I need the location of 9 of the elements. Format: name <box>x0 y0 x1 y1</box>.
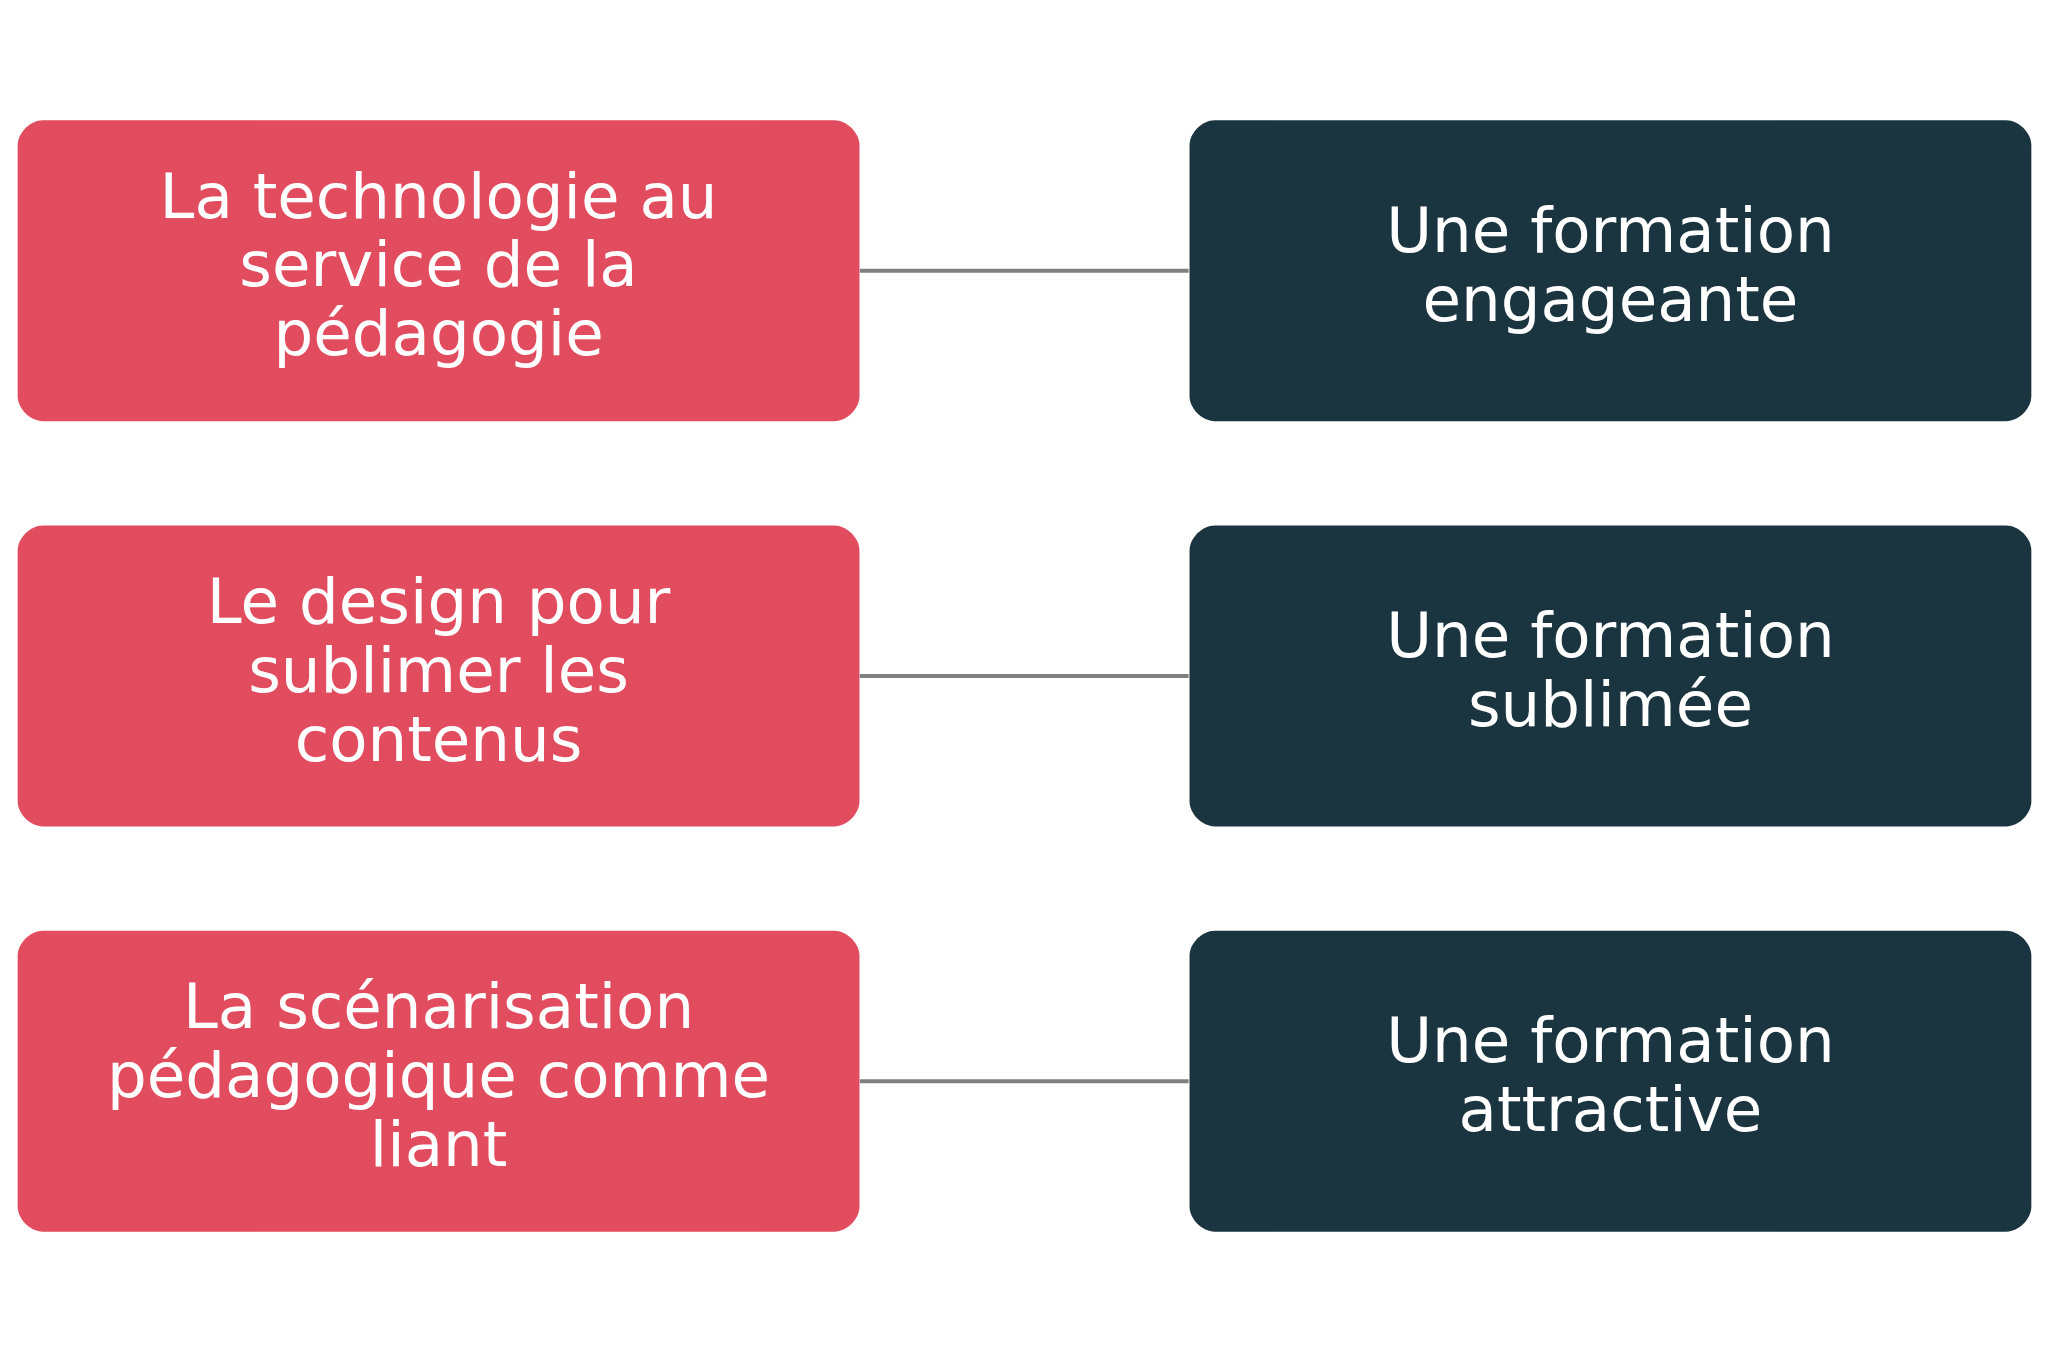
connector <box>859 673 1189 678</box>
node-box: La scénarisation pédagogique comme liant <box>17 930 859 1232</box>
node-box: Le design pour sublimer les contenus <box>17 525 859 826</box>
node-box: La technologie au service de la pédagogie <box>17 119 859 421</box>
connector <box>859 1078 1189 1083</box>
connector <box>859 268 1189 273</box>
node-box: Une formation engageante <box>1189 119 2031 421</box>
node-box: Une formation sublimée <box>1189 525 2031 826</box>
node-box: Une formation attractive <box>1189 930 2031 1232</box>
